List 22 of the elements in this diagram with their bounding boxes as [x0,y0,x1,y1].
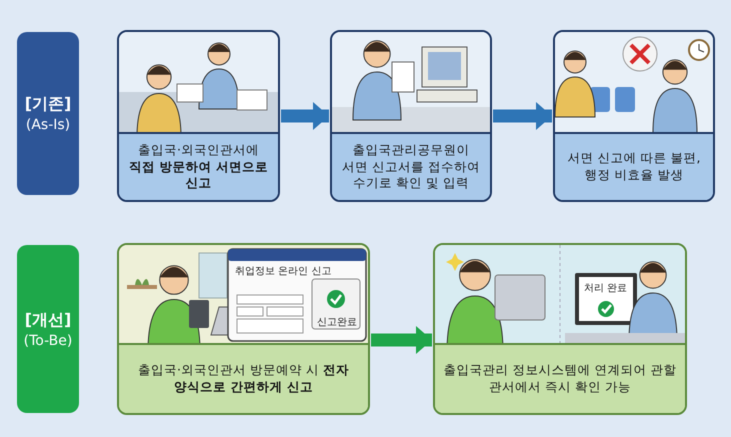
block-arrow [371,326,432,354]
step-panel [117,30,280,202]
step-panel [117,243,370,415]
stage-title: [개선] [24,310,72,330]
panel-caption: 출입국관리공무원이 서면 신고서를 접수하여 수기로 확인 및 입력 [332,132,490,200]
panel-caption: 서면 신고에 따른 불편, 행정 비효율 발생 [555,132,713,200]
stage-band [17,32,79,195]
status-text: 신고완료 [316,316,358,329]
panel-caption: 출입국·외국인관서에 직접 방문하여 서면으로 신고 [119,132,278,200]
block-arrow [281,102,329,130]
stage-title: [기존] [24,94,72,115]
step-panel [433,243,687,415]
form-title: 취업정보 온라인 신고 [235,265,332,278]
block-arrow [493,102,552,130]
stage-subtitle: (To-Be) [24,332,72,348]
panel-caption: 출입국관리 정보시스템에 연계되어 관할 관서에서 즉시 확인 가능 [435,343,685,413]
step-panel [553,30,715,202]
stage-subtitle: (As-Is) [26,117,70,133]
screen-status-text: 처리 완료 [582,282,628,295]
step-panel [330,30,492,202]
stage-band [17,245,79,413]
panel-caption: 출입국·외국인관서 방문예약 시 전자 양식으로 간편하게 신고 [119,343,368,413]
